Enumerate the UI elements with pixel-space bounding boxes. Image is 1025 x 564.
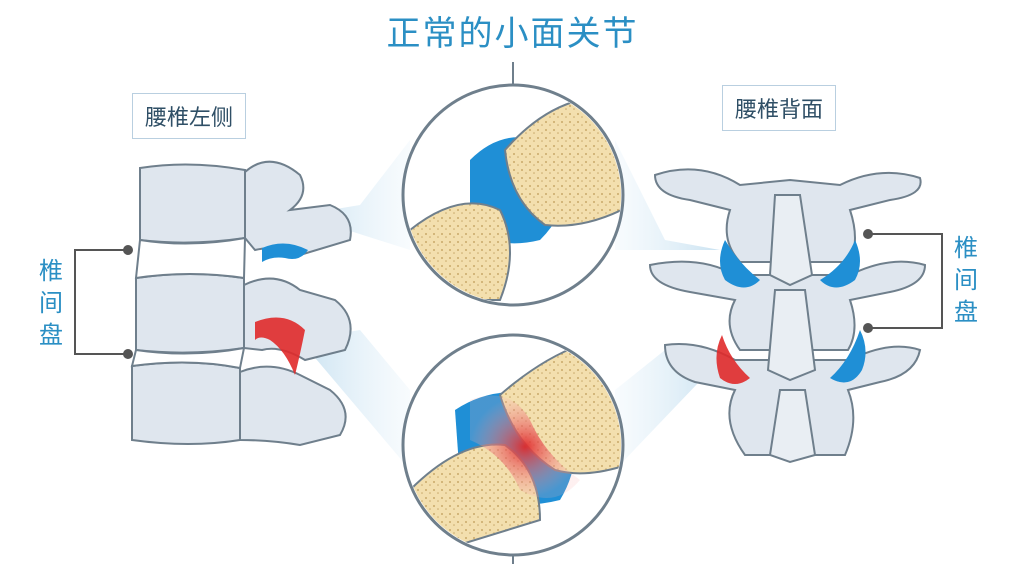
left-view-tag: 腰椎左侧: [132, 93, 247, 139]
lumbar-lateral-view: [130, 160, 352, 447]
disc-bracket-right: [863, 229, 943, 333]
right-view-tag: 腰椎背面: [722, 85, 837, 131]
facet-joint-inflamed-right: [716, 335, 750, 384]
zoom-beam-left-lower: [300, 330, 410, 470]
diagram-title: 正常的小面关节: [386, 14, 639, 54]
facet-joint-normal-right-2: [820, 240, 860, 288]
zoom-beam-right-upper: [615, 140, 720, 250]
normal-facet-joint-zoom: [401, 83, 625, 307]
lumbar-posterior-view: [648, 168, 927, 464]
inflamed-facet-joint-zoom: [401, 333, 625, 557]
disc-label-left: 椎 间 盘: [39, 257, 63, 349]
facet-joint-inflamed-left: [255, 317, 305, 375]
disc-label-right: 椎 间 盘: [954, 234, 978, 326]
facet-joint-normal-right-1: [720, 240, 760, 288]
facet-joint-normal-left: [262, 243, 308, 262]
facet-joint-normal-right-3: [830, 330, 866, 383]
disc-bracket-left: [74, 245, 133, 359]
